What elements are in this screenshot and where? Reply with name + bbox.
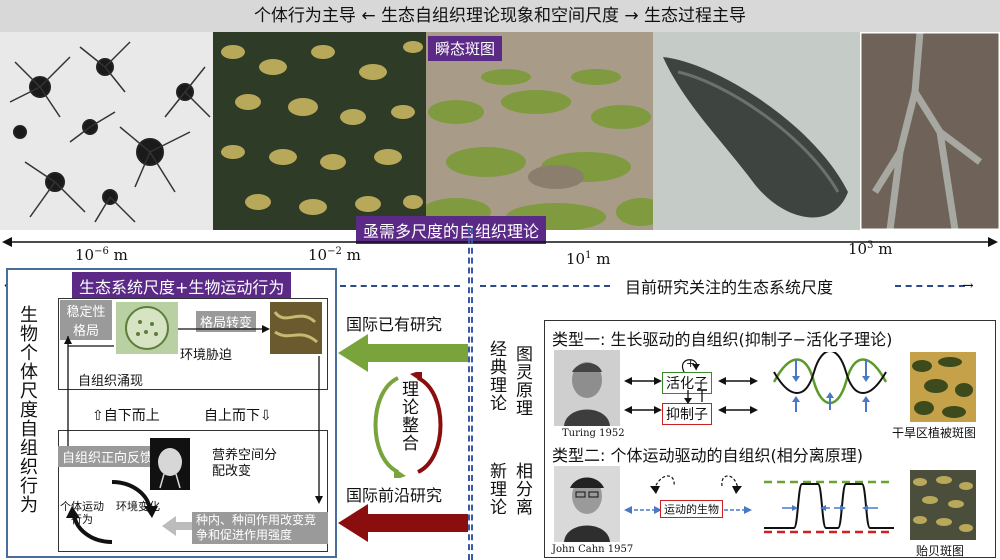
turing-caption: Turing 1952 xyxy=(562,428,625,439)
scale-divider xyxy=(468,228,473,560)
right-band-arrow-icon: → xyxy=(962,278,974,294)
dryland-vegetation-caption: 干旱区植被斑图 xyxy=(892,426,977,440)
activator-box: 活化子 xyxy=(662,372,712,394)
scale-axis xyxy=(2,237,998,247)
dryland-vegetation-image xyxy=(910,352,976,422)
mussel-photo xyxy=(213,32,426,230)
multiscale-banner: 亟需多尺度的自组织理论 xyxy=(356,216,547,244)
inhibitor-box: 抑制子 xyxy=(662,403,712,425)
activation-sign: + xyxy=(686,357,696,370)
pattern-shift-tag: 格局转变 xyxy=(196,311,257,332)
phase-separation-label: 相分离 xyxy=(512,462,532,516)
up-arrow-icon: ⇧ xyxy=(92,408,104,424)
emergence-label: 自组织涌现 xyxy=(78,374,144,389)
scale-label-centi: 10−2 m xyxy=(308,246,361,264)
mid-dash xyxy=(340,285,460,287)
feedback-cycle xyxy=(66,480,158,544)
integration-cycle xyxy=(373,372,443,478)
individual-movement-label: 个体运动行为 xyxy=(60,500,104,526)
left-panel-connectors xyxy=(64,336,323,504)
interaction-arrow xyxy=(162,516,192,536)
mussel-pattern-caption: 贻贝斑图 xyxy=(916,544,965,558)
type1-title: 类型一: 生长驱动的自组织(抑制子−活化子理论) xyxy=(552,330,893,349)
positive-feedback-tag: 自组织正向反馈 xyxy=(58,446,158,467)
dryland-photo xyxy=(860,32,1000,230)
right-dash-2 xyxy=(895,285,965,287)
cahn-portrait xyxy=(554,466,620,542)
scale-label-ten: 101 m xyxy=(566,250,611,268)
classic-theory-label: 经典理论 xyxy=(486,340,506,412)
env-force-label: 环境胁迫 xyxy=(180,348,233,363)
new-theory-label: 新理论 xyxy=(486,462,506,516)
individual-scale-label: 生物个体尺度自组织行为 xyxy=(17,305,38,514)
current-focus-label: 目前研究关注的生态系统尺度 xyxy=(625,278,834,297)
environment-change-label: 环境变化 xyxy=(116,500,160,513)
activator-inhibitor-waves xyxy=(772,352,888,412)
resource-allocation-label: 营养空间分配改变 xyxy=(212,448,278,479)
top-down-label: 自上而下⇩ xyxy=(204,408,272,424)
turing-portrait xyxy=(554,350,620,426)
mussel-pattern-image xyxy=(910,470,976,540)
activator-inhibitor-arrows xyxy=(624,359,758,414)
phase-separation-profile xyxy=(764,480,894,534)
cahn-caption: John Cahn 1957 xyxy=(552,544,634,555)
scale-label-micro: 10−6 m xyxy=(75,246,128,264)
turing-principle-label: 图灵原理 xyxy=(512,345,532,417)
organism-image xyxy=(150,438,190,490)
env-force-arrow xyxy=(178,325,270,333)
shifted-pattern-image xyxy=(270,302,322,354)
moving-organism-box: 运动的生物 xyxy=(660,500,723,518)
stable-colony-image xyxy=(116,302,178,354)
type2-title: 类型二: 个体运动驱动的自组织(相分离原理) xyxy=(552,446,863,465)
theory-integration-label: 理论整合 xyxy=(398,380,418,452)
right-dash-1 xyxy=(480,285,610,287)
green-arrow xyxy=(338,334,468,372)
ecosystem-behavior-header: 生态系统尺度+生物运动行为 xyxy=(72,272,292,300)
bottom-up-label: ⇧自下而上 xyxy=(92,408,160,424)
scale-label-kilo: 103 m xyxy=(848,240,893,258)
red-arrow xyxy=(338,504,468,542)
page-title: 个体行为主导 ← 生态自组织理论现象和空间尺度 → 生态过程主导 xyxy=(0,0,1000,32)
frontier-research-label: 国际前沿研究 xyxy=(346,486,443,505)
self-organization-types-panel xyxy=(544,320,996,558)
down-arrow-icon: ⇩ xyxy=(260,408,272,424)
salt-marsh-photo xyxy=(426,32,653,230)
aerial-colony-photo xyxy=(653,32,860,230)
stable-pattern-tag: 稳定性格局 xyxy=(60,300,112,340)
transient-pattern-tag: 瞬态斑图 xyxy=(428,36,503,61)
plankton-photo xyxy=(0,32,213,230)
existing-research-label: 国际已有研究 xyxy=(346,315,443,334)
interaction-change-tag: 种内、种间作用改变竞争和促进作用强度 xyxy=(192,512,328,544)
